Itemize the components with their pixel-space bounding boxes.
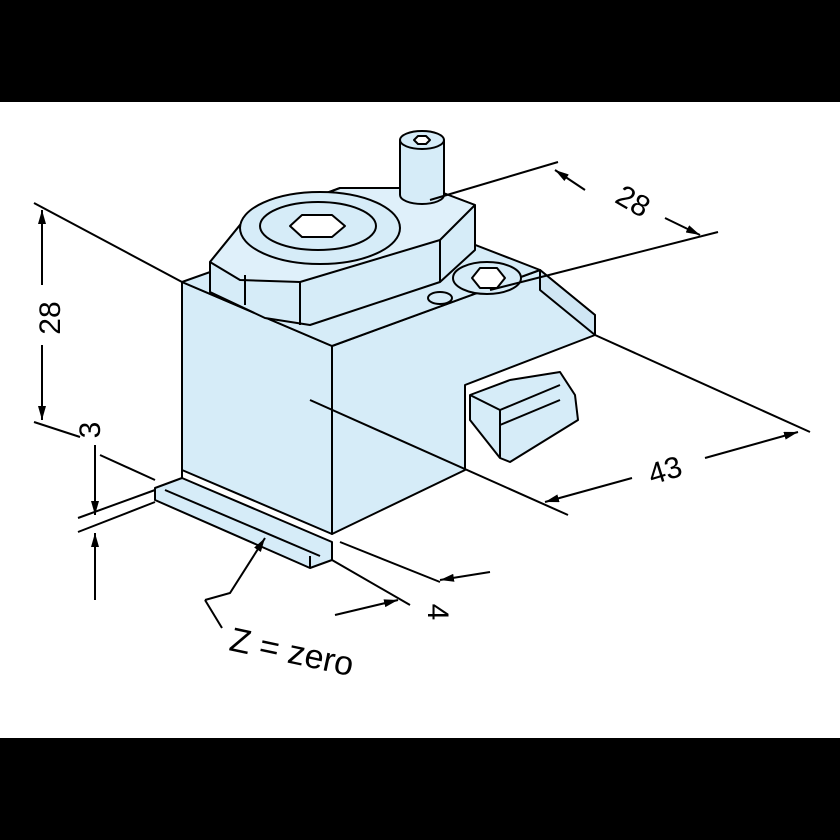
dim-offset-4: 4 [421, 604, 454, 621]
dim-depth-28: 28 [610, 179, 655, 224]
zero-label: Z = zero [226, 621, 357, 684]
t-nut [469, 371, 579, 463]
part-body [154, 130, 596, 569]
technical-drawing: 28 3 28 43 4 Z = zero [33, 130, 811, 684]
hex-socket-small [413, 135, 431, 145]
dim-strip-3: 3 [74, 422, 107, 439]
dim-length-43: 43 [644, 450, 686, 491]
letterbox-top [0, 0, 840, 102]
dimension-lines [33, 161, 811, 629]
dim-height-28: 28 [34, 301, 67, 334]
hex-socket-large [289, 214, 346, 238]
letterbox-bottom [0, 738, 840, 840]
drawing-canvas: 28 3 28 43 4 Z = zero [0, 102, 840, 738]
